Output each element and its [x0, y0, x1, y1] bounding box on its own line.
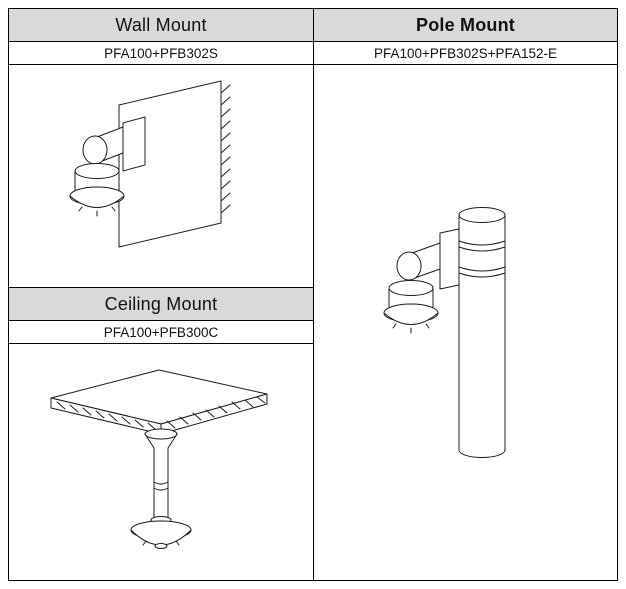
mount-options-table: Wall Mount PFA100+PFB302S — [8, 8, 618, 581]
wall-mount-header: Wall Mount — [9, 9, 313, 42]
pole-mount-drawing — [383, 207, 506, 458]
pole-mount-header: Pole Mount — [314, 9, 617, 42]
ceiling-mount-illustration — [9, 344, 313, 580]
left-column: Wall Mount PFA100+PFB302S — [9, 9, 314, 580]
ceiling-mount-header: Ceiling Mount — [9, 287, 313, 321]
pole-mount-illustration — [314, 65, 617, 580]
ceiling-mount-drawing — [50, 369, 268, 549]
wall-mount-drawing — [69, 80, 231, 248]
ceiling-mount-part-number: PFA100+PFB300C — [9, 321, 313, 344]
pole-mount-part-number: PFA100+PFB302S+PFA152-E — [314, 42, 617, 65]
wall-mount-part-number: PFA100+PFB302S — [9, 42, 313, 65]
wall-mount-illustration — [9, 65, 313, 287]
right-column: Pole Mount PFA100+PFB302S+PFA152-E — [314, 9, 617, 580]
